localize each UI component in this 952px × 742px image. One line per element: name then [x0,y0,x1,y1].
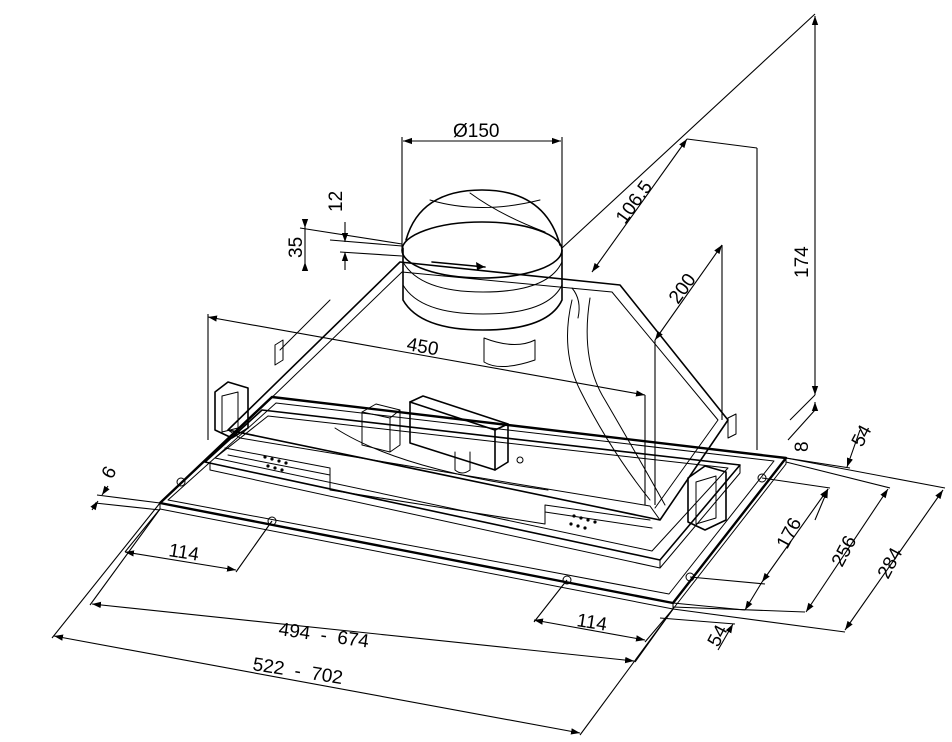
dim-8: 8 [787,394,819,452]
dim-35: 35 [286,219,403,271]
label-284: 284 [874,544,908,582]
dim-54-bottom: 54 [659,581,763,650]
label-12: 12 [326,191,347,212]
mounting-clip-left [214,339,284,439]
indicator-dots-left [263,455,288,472]
dim-176: 176 [689,488,829,585]
label-200: 200 [665,270,701,308]
label-35: 35 [286,237,307,258]
label-114-right: 114 [575,610,609,636]
label-450: 450 [405,334,440,360]
label-54-bottom: 54 [704,621,733,650]
label-54-top: 54 [848,421,877,450]
dim-174: 174 [561,13,819,395]
label-256: 256 [828,532,861,570]
dim-6: 6 [90,463,161,511]
label-174: 174 [792,246,813,278]
label-494-674: 494 - 674 [277,619,370,652]
dim-diameter: Ø150 [401,121,563,250]
inner-tray [204,409,741,569]
hood-body [227,261,729,521]
label-106-5: 106.5 [612,177,657,228]
label-8: 8 [792,441,813,452]
label-176: 176 [773,514,806,552]
label-114-left: 114 [167,540,201,566]
label-6: 6 [98,463,122,482]
indicator-dots-right [569,514,597,530]
label-diameter: Ø150 [453,121,499,142]
label-522-702: 522 - 702 [251,654,344,689]
mounting-clip-right [687,413,737,531]
control-box [334,395,549,491]
dim-12: 12 [326,191,403,270]
